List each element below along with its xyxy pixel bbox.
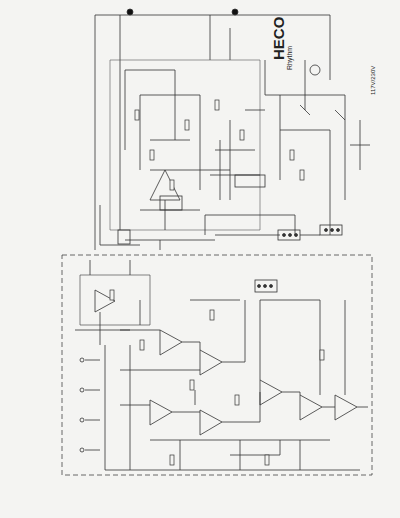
resistor-symbol [290,150,294,160]
resistor-symbol [170,455,174,465]
resistor-symbol [190,380,194,390]
brand-logo: HECO [270,17,287,60]
resistor-symbol [110,290,114,300]
resistor-symbol [170,180,174,190]
resistor-symbol [320,350,324,360]
resistor-symbol [215,100,219,110]
mains-voltage: 117V/230V [370,66,376,95]
resistor-symbol [210,310,214,320]
resistor-symbol [240,130,244,140]
resistor-symbol [265,455,269,465]
resistor-symbol [135,110,139,120]
resistor-symbol [140,340,144,350]
resistor-symbol [150,150,154,160]
resistor-symbol [235,395,239,405]
resistor-symbol [185,120,189,130]
model-name: Rhythm [286,46,293,70]
resistor-symbol [300,170,304,180]
